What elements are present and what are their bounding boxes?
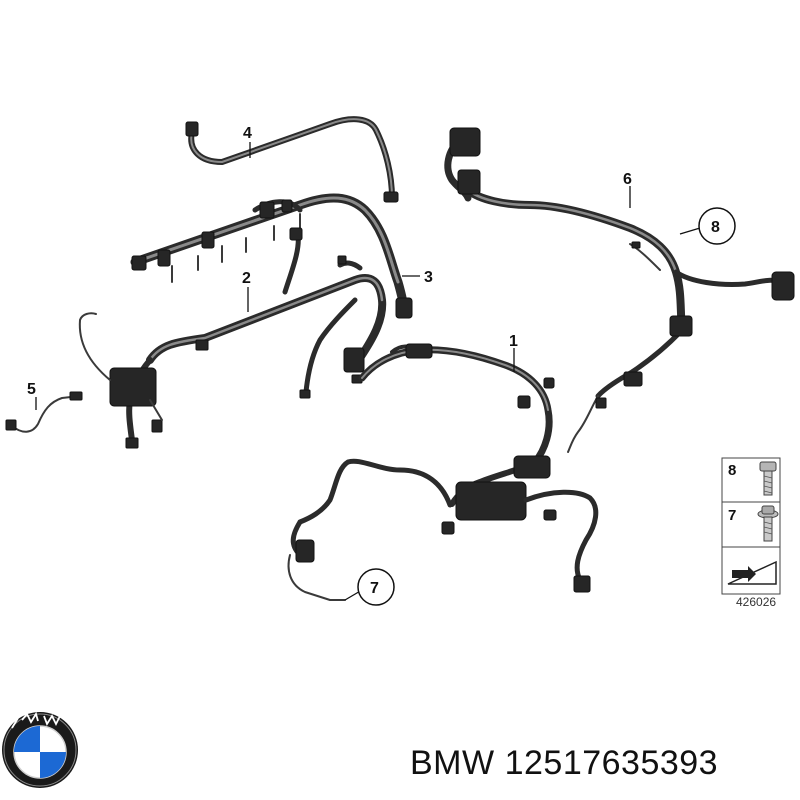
harness-2 (78, 227, 387, 449)
flange-bolt-icon (757, 505, 779, 542)
wedge-symbol-icon (727, 560, 777, 585)
callout-7: 7 (370, 580, 379, 597)
bmw-logo (2, 711, 78, 788)
callout-1: 1 (509, 333, 518, 350)
callout-3: 3 (424, 269, 433, 286)
bolt-icon (759, 461, 777, 496)
callout-7-circle: 7 (357, 568, 395, 606)
harness-3 (130, 193, 413, 319)
brand-name: BMW (410, 744, 495, 782)
legend-item-8-label: 8 (728, 462, 736, 479)
callout-2: 2 (242, 270, 251, 287)
harness-4 (185, 116, 399, 203)
harness-6 (444, 127, 795, 453)
callout-4: 4 (243, 125, 252, 142)
callout-8-circle: 8 (698, 207, 736, 245)
harness-1 (287, 343, 599, 601)
harness-5 (5, 391, 83, 433)
fastener-legend: 8 7 (721, 457, 781, 595)
callout-5: 5 (27, 381, 36, 398)
legend-item-7-label: 7 (728, 507, 736, 524)
diagram-reference-number: 426026 (736, 595, 776, 609)
callout-8: 8 (711, 219, 720, 236)
callout-6: 6 (623, 171, 632, 188)
part-number: 12517635393 (504, 744, 719, 782)
